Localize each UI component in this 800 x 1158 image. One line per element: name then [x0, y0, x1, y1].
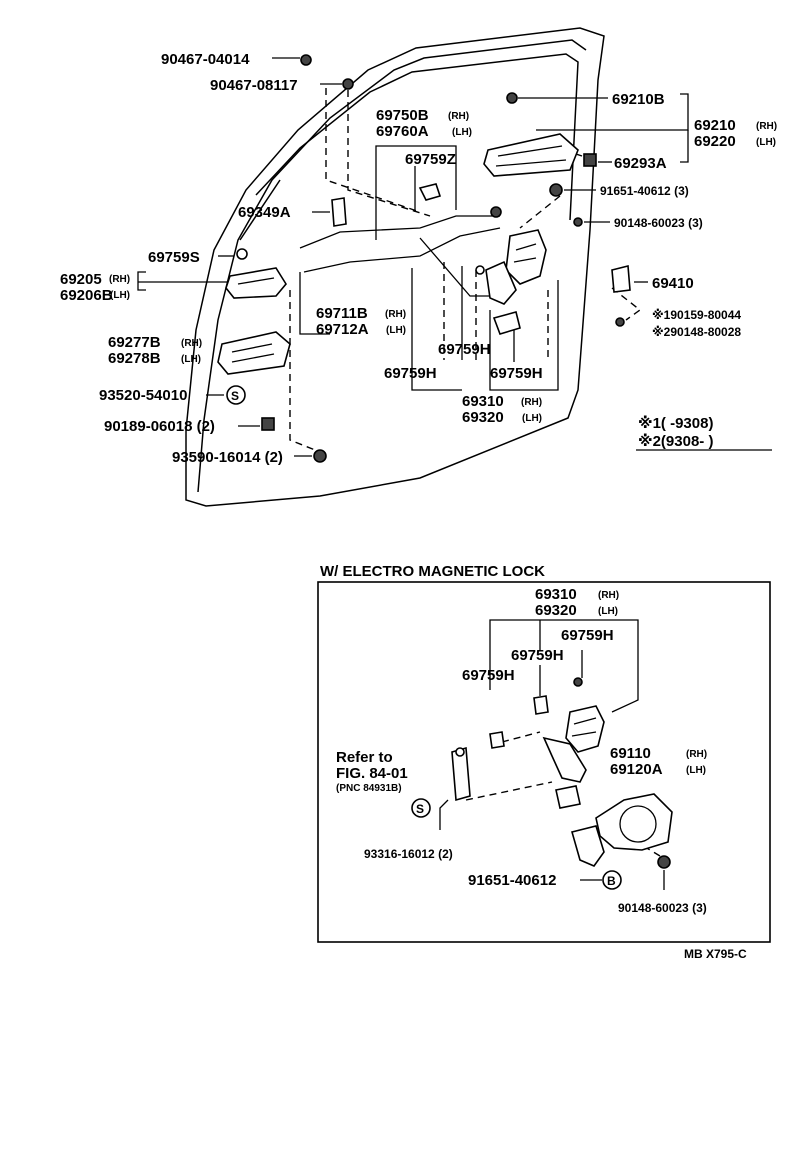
label-90467-08117: 90467-08117	[210, 77, 298, 94]
inset-label-69759h-c: 69759H	[462, 667, 515, 684]
label-69759s: 69759S	[148, 249, 200, 266]
label-69210: 69210	[694, 117, 736, 134]
s-clip-icon: S	[226, 385, 246, 405]
label-69310-rh: (RH)	[521, 397, 542, 408]
inset-label-69320: 69320	[535, 602, 577, 619]
inset-frame	[317, 581, 771, 943]
inset-refer-line-1: Refer to	[336, 749, 393, 766]
outside-handle	[483, 133, 579, 177]
label-69750b-rh: (RH)	[448, 111, 469, 122]
label-290148-80028: ※290148-80028	[652, 325, 741, 339]
label-190159-80044: ※190159-80044	[652, 308, 741, 322]
inset-b-bolt-icon: B	[602, 870, 622, 890]
label-69320-lh: (LH)	[522, 413, 542, 424]
label-69750b: 69750B	[376, 107, 429, 124]
inset-label-69759h-a: 69759H	[561, 627, 614, 644]
inset-label-69120a: 69120A	[610, 761, 663, 778]
label-93590-16014: 93590-16014 (2)	[172, 449, 283, 466]
label-69210b: 69210B	[612, 91, 665, 108]
inset-label-90148-60023: 90148-60023 (3)	[618, 901, 707, 915]
label-69760a-lh: (LH)	[452, 127, 472, 138]
note-2: ※2(9308- )	[638, 432, 713, 450]
label-90467-04014: 90467-04014	[161, 51, 250, 68]
label-69711b-rh: (RH)	[385, 309, 406, 320]
label-93520-54010: 93520-54010	[99, 387, 187, 404]
diagram-code: MB X795-C	[684, 947, 747, 961]
label-69220-lh: (LH)	[756, 137, 776, 148]
label-69759z: 69759Z	[405, 151, 456, 168]
label-69711b: 69711B	[316, 305, 368, 322]
inset-lock-assembly	[542, 705, 605, 809]
label-69320: 69320	[462, 409, 504, 426]
top-parts: S	[217, 54, 631, 463]
label-69712a-lh: (LH)	[386, 325, 406, 336]
inset-label-69110: 69110	[610, 745, 651, 762]
inset-label-91651-40612: 91651-40612	[468, 872, 556, 889]
label-90148-60023: 90148-60023 (3)	[614, 216, 703, 230]
inside-handle	[225, 267, 287, 299]
label-69349a: 69349A	[238, 204, 291, 221]
label-69210-rh: (RH)	[756, 121, 777, 132]
label-69278b: 69278B	[108, 350, 161, 367]
label-69206b-lh: (LH)	[110, 290, 130, 301]
label-69278b-lh: (LH)	[181, 354, 201, 365]
door-lock-assembly	[475, 206, 547, 335]
inset-label-69110-rh: (RH)	[686, 749, 707, 760]
label-69205: 69205	[60, 271, 102, 288]
label-69759h-a: 69759H	[438, 341, 491, 358]
inset-label-69310-rh: (RH)	[598, 590, 619, 601]
inset-refer-line-3: (PNC 84931B)	[336, 783, 402, 794]
inset-label-69759h-b: 69759H	[511, 647, 564, 664]
inset-refer-line-2: FIG. 84-01	[336, 765, 408, 782]
label-69277b: 69277B	[108, 334, 161, 351]
label-69712a: 69712A	[316, 321, 369, 338]
note-1: ※1( -9308)	[638, 414, 713, 432]
label-90189-06018: 90189-06018 (2)	[104, 418, 215, 435]
label-69759h-c: 69759H	[490, 365, 543, 382]
inset-s-mark: S	[416, 802, 424, 816]
top-leader-lines	[137, 57, 689, 457]
inset-label-93316-16012: 93316-16012 (2)	[364, 847, 453, 861]
inset-label-69310: 69310	[535, 586, 577, 603]
electro-magnetic-lock-inset: W/ ELECTRO MAGNETIC LOCK	[317, 563, 771, 943]
label-69206b: 69206B	[60, 287, 113, 304]
label-69205-rh: (RH)	[109, 274, 130, 285]
label-69759h-b: 69759H	[384, 365, 437, 382]
label-69760a: 69760A	[376, 123, 429, 140]
inset-b-mark: B	[607, 874, 616, 888]
inset-title: W/ ELECTRO MAGNETIC LOCK	[320, 563, 545, 580]
top-labels: 90467-04014 90467-08117 69750B (RH) 6976…	[60, 51, 777, 466]
inset-label-69120a-lh: (LH)	[686, 765, 706, 776]
label-69410: 69410	[652, 275, 694, 292]
label-69293a: 69293A	[614, 155, 667, 172]
s-clip-mark: S	[231, 389, 239, 403]
inset-label-69320-lh: (LH)	[598, 606, 618, 617]
label-69220: 69220	[694, 133, 736, 150]
door-outline	[185, 27, 605, 507]
inset-s-clip-icon: S	[411, 798, 431, 818]
label-69277b-rh: (RH)	[181, 338, 202, 349]
label-91651-40612: 91651-40612 (3)	[600, 184, 689, 198]
handle-bezel	[217, 331, 291, 375]
label-69310: 69310	[462, 393, 504, 410]
inset-actuator	[571, 793, 673, 867]
